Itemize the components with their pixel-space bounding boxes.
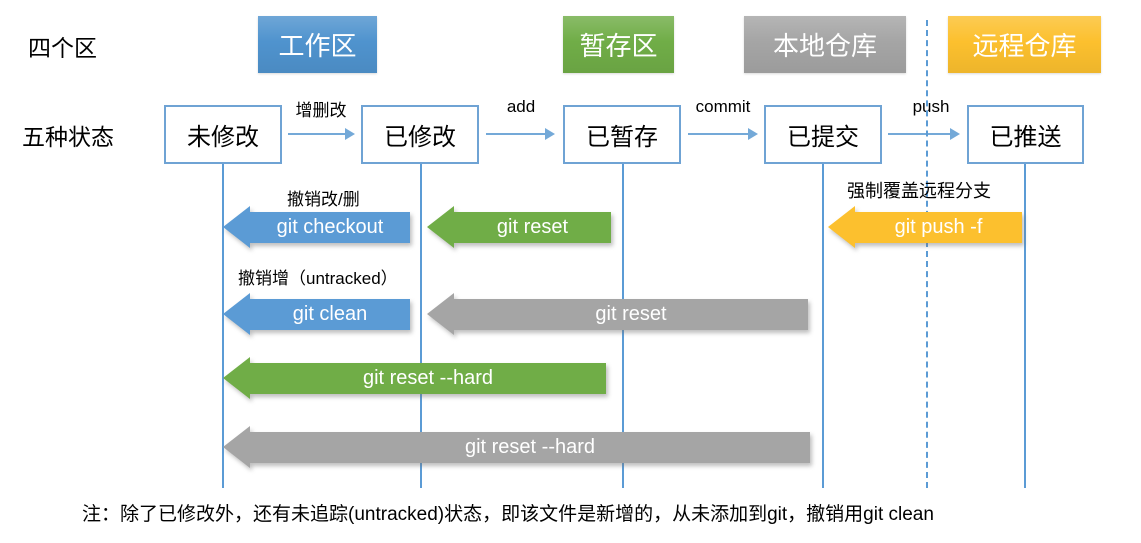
cmd-arrow-git-clean: git clean (223, 292, 410, 336)
state-box-pushed: 已推送 (967, 105, 1084, 164)
cmd-label-git-reset-staged: git reset (454, 211, 611, 243)
transition-label-modify: 增删改 (295, 101, 347, 120)
area-box-workspace: 工作区 (258, 16, 377, 73)
areas-row-label: 四个区 (28, 35, 97, 61)
cmd-label-git-reset-committed: git reset (454, 298, 808, 330)
state-label-unmodified: 未修改 (187, 124, 259, 151)
area-box-staging: 暂存区 (563, 16, 674, 73)
arrow-right-icon (950, 128, 960, 140)
state-label-modified: 已修改 (384, 124, 456, 151)
arrow-right-icon (345, 128, 355, 140)
arrow-left-icon (223, 357, 250, 399)
states-row-label: 五种状态 (22, 124, 114, 150)
footnote: 注：除了已修改外，还有未追踪(untracked)状态，即该文件是新增的，从未添… (82, 504, 934, 525)
arrow-right-icon (748, 128, 758, 140)
transition-arrow-add (486, 128, 555, 140)
arrow-left-icon (828, 206, 855, 248)
state-box-staged: 已暂存 (563, 105, 681, 164)
state-box-modified: 已修改 (361, 105, 479, 164)
transition-label-push: push (912, 97, 950, 116)
arrow-left-icon (223, 206, 250, 248)
cmd-label-git-push-f: git push -f (855, 211, 1022, 243)
state-label-committed: 已提交 (787, 124, 859, 151)
cmd-label-git-clean: git clean (250, 298, 410, 330)
arrow-right-icon (545, 128, 555, 140)
cmd-arrow-git-checkout: git checkout (223, 205, 410, 249)
state-box-committed: 已提交 (764, 105, 882, 164)
cmd-label-git-reset-hard-committed: git reset --hard (250, 431, 810, 463)
cmd-arrow-git-reset-staged: git reset (427, 205, 611, 249)
state-label-pushed: 已推送 (989, 124, 1062, 151)
state-label-staged: 已暂存 (586, 124, 658, 151)
arrow-left-icon (427, 206, 454, 248)
arrow-left-icon (223, 293, 250, 335)
cmd-arrow-git-reset-committed: git reset (427, 292, 808, 336)
transition-label-add: add (506, 97, 536, 116)
arrow-left-icon (427, 293, 454, 335)
area-label-local-repo: 本地仓库 (772, 31, 877, 61)
transition-label-commit: commit (695, 97, 751, 116)
cmd-label-git-checkout: git checkout (250, 211, 410, 243)
transition-arrow-push (888, 128, 960, 140)
state-box-unmodified: 未修改 (164, 105, 282, 164)
area-label-staging: 暂存区 (579, 31, 658, 61)
annotation-undo-untracked: 撤销增（untracked） (238, 269, 398, 288)
area-box-local-repo: 本地仓库 (744, 16, 906, 73)
cmd-arrow-git-push-f: git push -f (828, 205, 1022, 249)
transition-arrow-modify (288, 128, 355, 140)
cmd-arrow-git-reset-hard-committed: git reset --hard (223, 425, 810, 469)
annotation-undo-modify-delete: 撤销改/删 (287, 190, 360, 209)
area-box-remote-repo: 远程仓库 (948, 16, 1101, 73)
arrow-left-icon (223, 426, 250, 468)
transition-arrow-commit (688, 128, 758, 140)
lifeline-pushed (1024, 164, 1026, 488)
area-label-workspace: 工作区 (278, 31, 357, 61)
local-remote-boundary-line (926, 20, 928, 488)
cmd-arrow-git-reset-hard-staged: git reset --hard (223, 356, 606, 400)
area-label-remote-repo: 远程仓库 (972, 31, 1077, 61)
lifeline-modified (420, 164, 422, 488)
cmd-label-git-reset-hard-staged: git reset --hard (250, 362, 606, 394)
lifeline-committed (822, 164, 824, 488)
annotation-force-overwrite-remote: 强制覆盖远程分支 (847, 181, 991, 201)
